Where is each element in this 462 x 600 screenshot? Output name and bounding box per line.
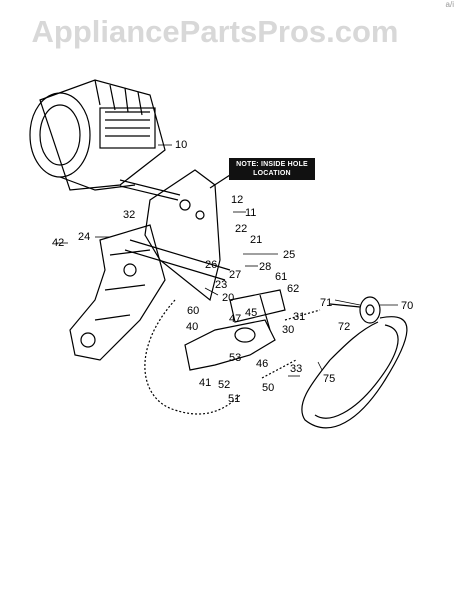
- callout-33: 33: [290, 363, 302, 375]
- callout-31: 31: [293, 311, 305, 323]
- callout-20: 20: [222, 292, 234, 304]
- callout-10: 10: [175, 139, 187, 151]
- watermark: AppliancePartsPros.com: [31, 14, 399, 49]
- callout-11: 11: [245, 207, 256, 219]
- callout-41: 41: [199, 377, 211, 389]
- callout-40: 40: [186, 321, 198, 333]
- pulley-belt: [301, 296, 408, 429]
- callout-32: 32: [123, 209, 135, 221]
- callout-51: 51: [228, 393, 240, 405]
- callout-26: 26: [205, 259, 217, 271]
- callout-71: 71: [320, 297, 332, 309]
- callout-47: 47: [229, 313, 241, 325]
- callout-75: 75: [323, 373, 335, 385]
- note-line-1: NOTE: INSIDE HOLE: [236, 161, 308, 168]
- note-pointer: [209, 174, 231, 189]
- callout-labels: 10 11 12 20 21 22 23 24 25 26 27 28 30 3…: [52, 139, 413, 405]
- note-box: NOTE: INSIDE HOLE LOCATION: [229, 158, 315, 180]
- callout-60: 60: [187, 305, 199, 317]
- mounting-plate: [124, 169, 231, 302]
- dashed-outline: [144, 299, 241, 415]
- callout-21: 21: [250, 234, 262, 246]
- callout-62: 62: [287, 283, 299, 295]
- callout-61: 61: [275, 271, 287, 283]
- callout-46: 46: [256, 358, 268, 370]
- callout-24: 24: [78, 231, 90, 243]
- callout-72: 72: [338, 321, 350, 333]
- callout-23: 23: [215, 279, 227, 291]
- idler-bracket: [184, 289, 286, 371]
- callout-52: 52: [218, 379, 230, 391]
- spring: [261, 359, 297, 379]
- callout-42: 42: [52, 237, 64, 249]
- callout-27: 27: [229, 269, 241, 281]
- callout-45: 45: [245, 307, 257, 319]
- callout-70: 70: [401, 300, 413, 312]
- callout-30: 30: [282, 324, 294, 336]
- callout-25: 25: [283, 249, 295, 261]
- engine-drawing: [29, 79, 181, 201]
- frame-arm: [69, 224, 166, 361]
- callout-53: 53: [229, 352, 241, 364]
- callout-50: 50: [262, 382, 274, 394]
- note-line-2: LOCATION: [253, 170, 291, 177]
- callout-12: 12: [231, 194, 243, 206]
- callout-22: 22: [235, 223, 247, 235]
- callout-28: 28: [259, 261, 271, 273]
- corner-mark: a/i: [445, 0, 454, 9]
